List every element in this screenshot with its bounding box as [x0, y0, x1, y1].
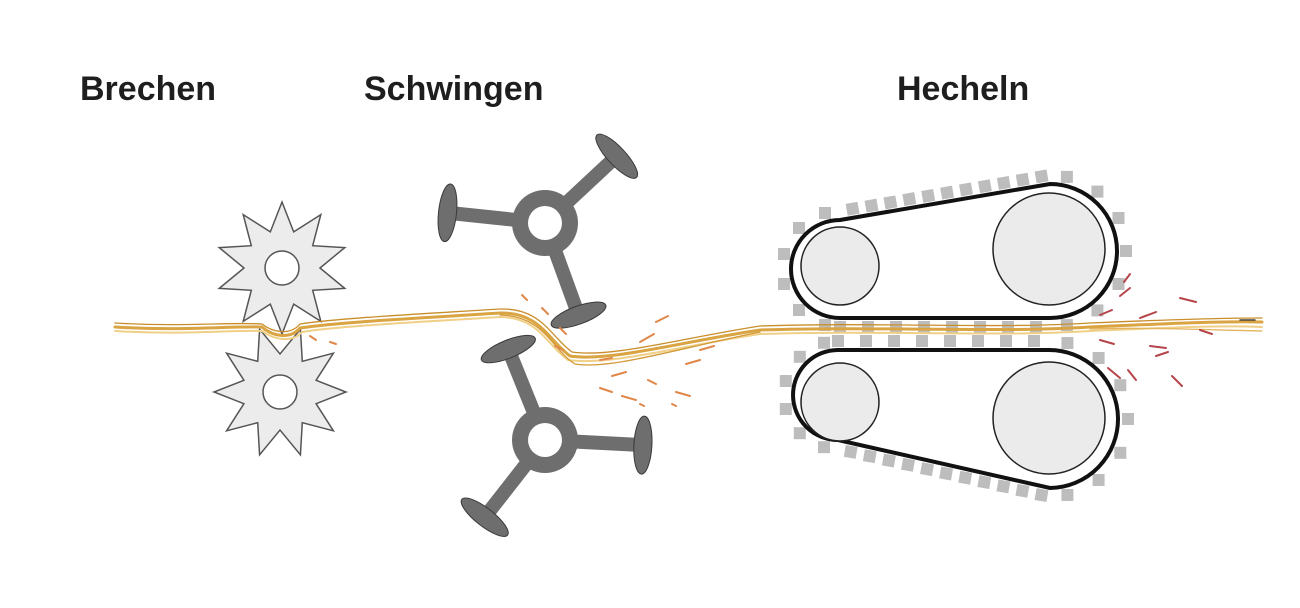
belt-tooth — [977, 179, 992, 194]
belt-tooth — [959, 182, 973, 197]
rotor-beater-tip — [437, 183, 458, 243]
belt-tooth — [1112, 212, 1125, 224]
flax-fiber-strand — [113, 308, 1264, 366]
belt-tooth — [972, 335, 984, 347]
belt-tooth — [778, 248, 790, 260]
belt-tooth — [1034, 169, 1049, 184]
belt-tooth — [901, 457, 915, 472]
belt-tooth — [1015, 172, 1030, 187]
lower-large-pulley — [992, 361, 1106, 475]
upper-scutching-rotor — [437, 133, 639, 329]
belt-tooth — [974, 321, 986, 333]
rotor-beater-tip — [595, 133, 639, 179]
belt-tooth — [860, 335, 872, 347]
lower-belt-teeth — [779, 335, 1134, 503]
belt-tooth — [862, 449, 877, 464]
belt-tooth — [778, 278, 790, 290]
belt-tooth — [832, 335, 844, 347]
belt-tooth — [1091, 185, 1104, 198]
rotor-beater-tip — [480, 334, 536, 364]
belt-tooth — [818, 441, 830, 454]
belt-tooth — [883, 195, 898, 210]
belt-tooth — [1061, 489, 1074, 501]
belt-tooth — [890, 321, 902, 333]
lower-scutching-rotor — [460, 334, 653, 537]
stage-label-hackling: Hecheln — [897, 70, 1030, 108]
belt-tooth — [1030, 321, 1042, 333]
lower-gear-hub — [262, 374, 298, 410]
belt-tooth — [1092, 474, 1105, 486]
belt-tooth — [819, 207, 831, 219]
belt-tooth — [779, 403, 792, 415]
belt-tooth — [1015, 483, 1030, 498]
belt-tooth — [779, 375, 792, 387]
belt-tooth — [1092, 352, 1105, 364]
belt-tooth — [1000, 335, 1012, 347]
scutching-rotors-icon — [437, 133, 653, 537]
belt-tooth — [793, 222, 805, 234]
belt-tooth — [940, 185, 955, 200]
belt-tooth — [946, 321, 958, 333]
belt-tooth — [881, 453, 896, 468]
belt-tooth — [1120, 245, 1132, 257]
stage-label-breaking: Brechen — [80, 70, 217, 108]
belt-tooth — [1091, 304, 1104, 317]
belt-tooth — [1002, 321, 1014, 333]
belt-tooth — [793, 304, 805, 316]
belt-tooth — [834, 321, 846, 333]
upper-small-pulley — [800, 226, 880, 306]
belt-tooth — [845, 201, 860, 216]
stage-label-scutching: Schwingen — [364, 70, 544, 108]
belt-tooth — [793, 427, 806, 440]
belt-tooth — [1122, 413, 1134, 425]
belt-tooth — [944, 335, 956, 347]
hackling-belts-icon — [778, 169, 1134, 503]
breaking-gears-icon — [211, 199, 349, 457]
belt-tooth — [864, 198, 879, 213]
belt-tooth — [996, 175, 1011, 190]
belt-tooth — [916, 335, 928, 347]
belt-tooth — [888, 335, 900, 347]
belt-tooth — [920, 462, 934, 477]
chaff-particles — [309, 273, 1213, 407]
rotor-beater-tip — [460, 497, 509, 537]
belt-tooth — [902, 192, 917, 207]
belt-tooth — [1060, 170, 1073, 183]
belt-tooth — [939, 466, 954, 481]
belt-tooth — [996, 479, 1011, 494]
belt-tooth — [1034, 488, 1049, 503]
belt-tooth — [921, 188, 936, 203]
upper-gear-hub — [264, 250, 300, 286]
rotor-axle — [528, 206, 562, 240]
belt-tooth — [818, 336, 830, 349]
belt-tooth — [1061, 337, 1074, 349]
belt-tooth — [1114, 446, 1127, 459]
belt-tooth — [958, 470, 973, 485]
belt-tooth — [918, 321, 930, 333]
belt-tooth — [977, 475, 992, 490]
belt-tooth — [793, 350, 806, 363]
lower-small-pulley — [800, 362, 880, 442]
rotor-beater-tip — [633, 415, 653, 475]
belt-tooth — [1112, 278, 1125, 290]
belt-tooth — [862, 321, 874, 333]
belt-tooth — [843, 444, 858, 459]
upper-large-pulley — [992, 192, 1106, 306]
rotor-beater-tip — [550, 301, 607, 329]
belt-tooth — [1114, 379, 1127, 392]
rotor-axle — [528, 423, 562, 457]
belt-tooth — [1028, 335, 1040, 347]
